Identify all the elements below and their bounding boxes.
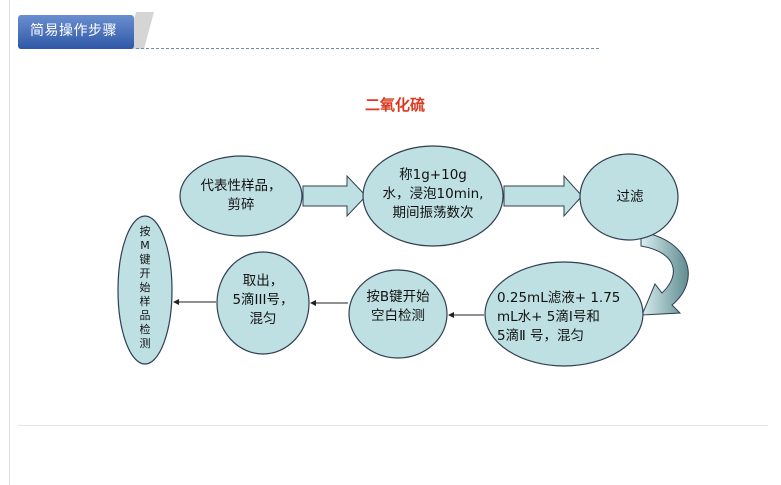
node-blank-label: 按B键开始空白检测 [366, 289, 430, 324]
section-header-title: 简易操作步骤 [30, 23, 117, 39]
node-sample [179, 155, 303, 237]
header-tab-shape [18, 12, 154, 49]
node-sample-label: 代表性样品，剪碎 [200, 178, 282, 213]
diagram-title: 二氧化硫 [364, 96, 425, 114]
arrow-weigh-to-filter [503, 174, 583, 218]
frame-bottom-divider [18, 425, 768, 426]
section-header-tab: 简易操作步骤 [18, 12, 154, 50]
arrow-filter-to-mix [640, 231, 689, 316]
node-detect [117, 215, 173, 365]
arrow-sample-to-weigh [302, 174, 367, 218]
node-take [216, 251, 310, 355]
node-take-label: 取出，5滴III号，混匀 [232, 273, 294, 327]
node-filter-label: 过滤 [616, 189, 644, 205]
header-dashed-rule [136, 48, 599, 49]
node-filter [579, 153, 679, 241]
node-blank [348, 269, 448, 359]
node-mix [484, 261, 644, 367]
frame-left-border [9, 0, 10, 485]
node-weigh [362, 145, 504, 247]
